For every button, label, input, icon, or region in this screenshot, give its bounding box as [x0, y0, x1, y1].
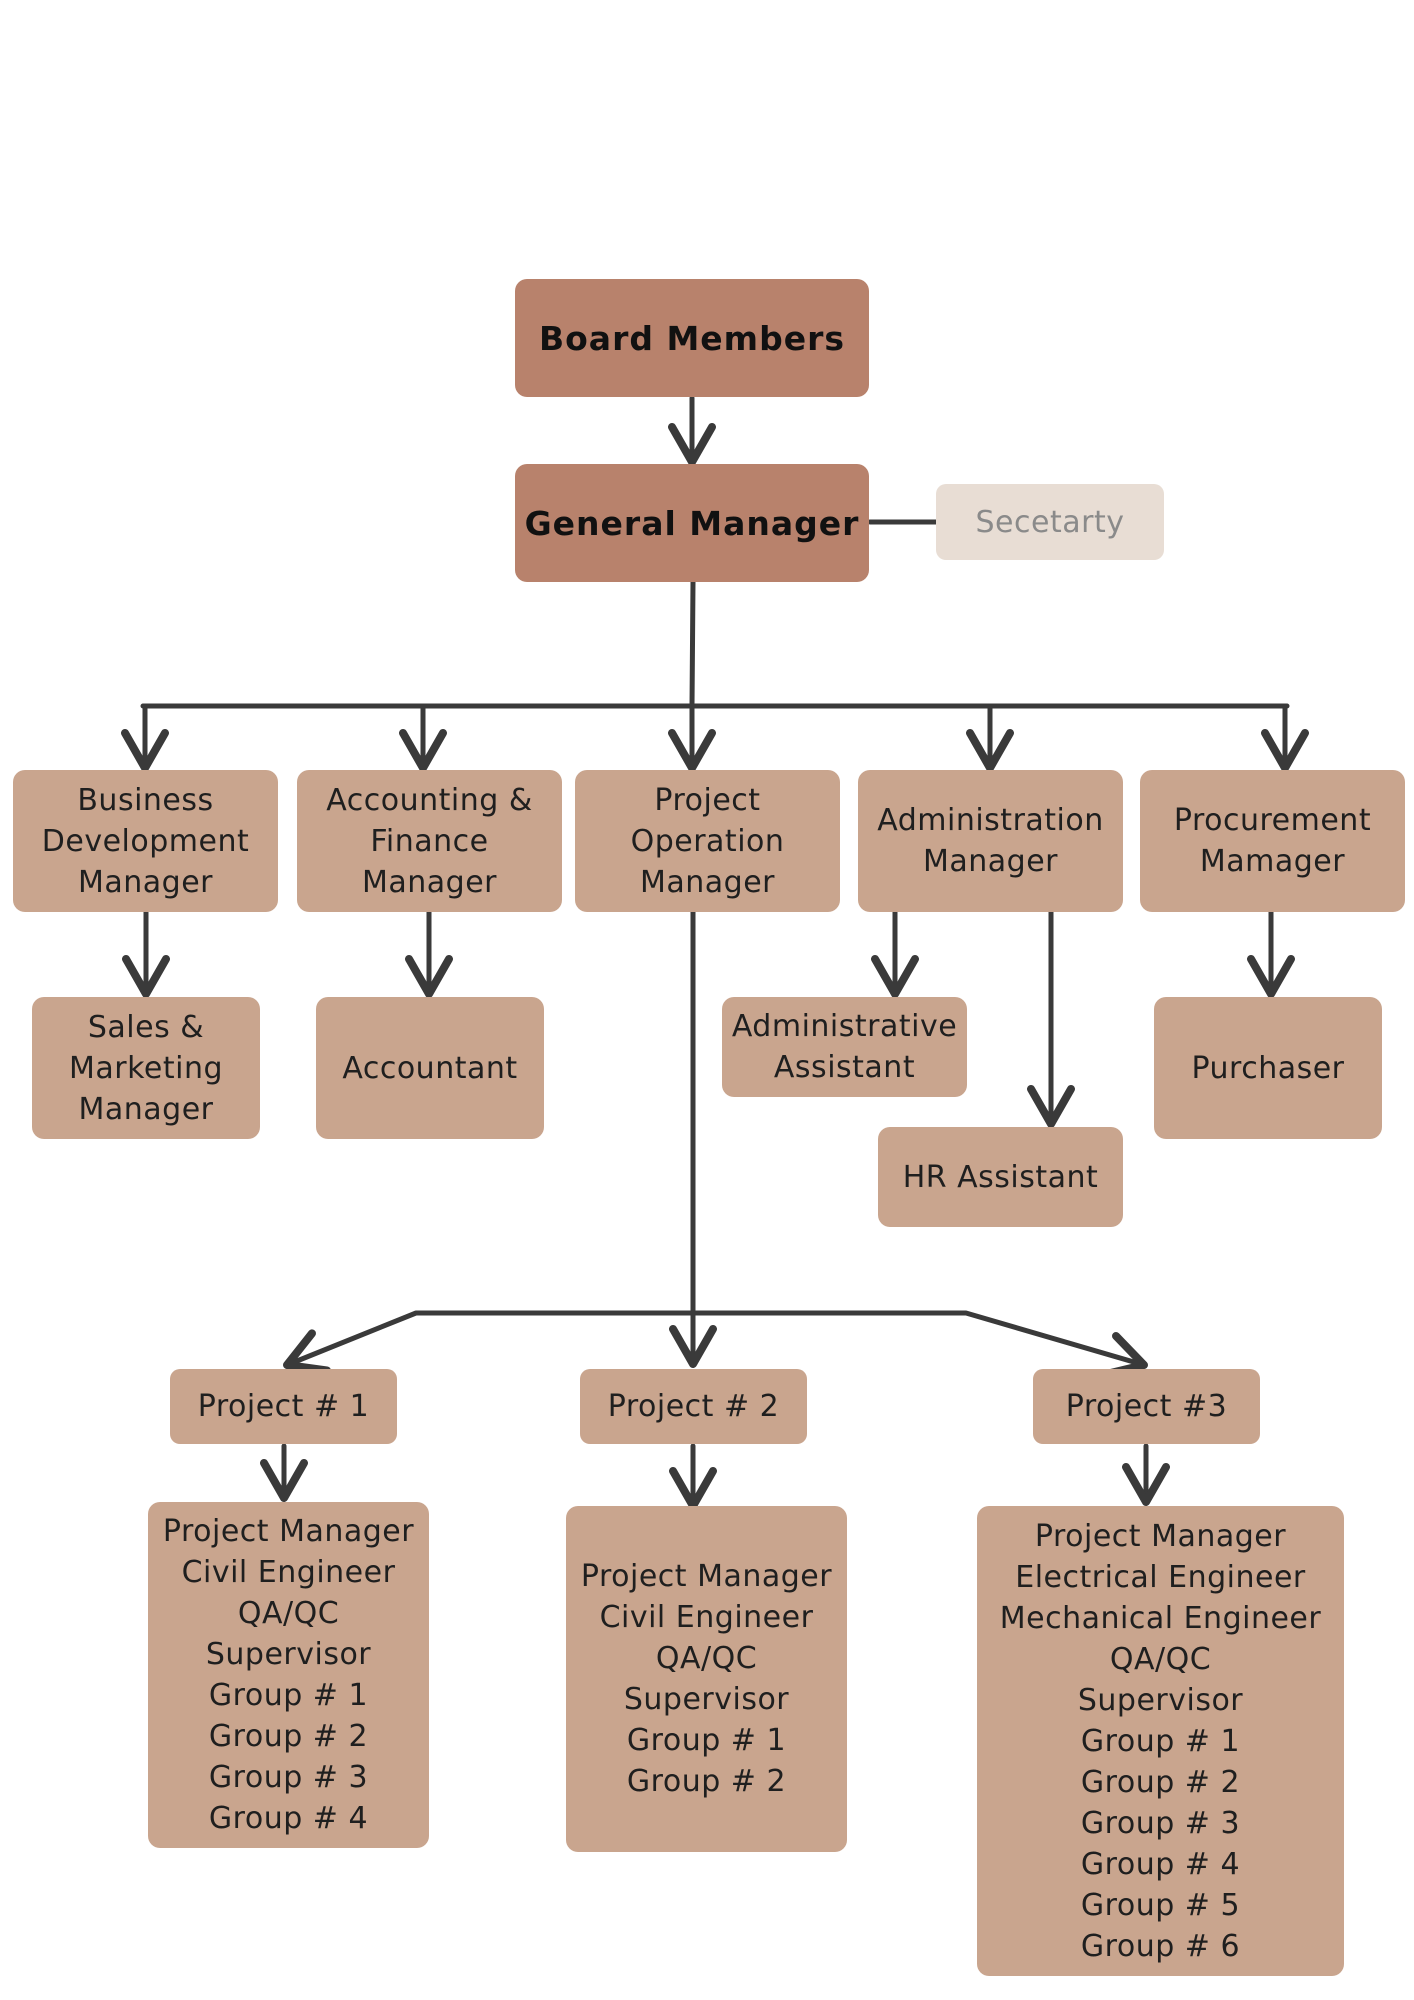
team-member: Group # 3: [208, 1760, 369, 1795]
team-member: Group # 3: [1080, 1805, 1241, 1841]
accounting-finance-manager-box: Accounting & Finance Manager: [297, 770, 562, 912]
team-member: Group # 1: [626, 1723, 787, 1758]
project-1-team-box: Project Manager Civil Engineer QA/QC Sup…: [148, 1502, 429, 1848]
sales-marketing-manager-box: Sales & Marketing Manager: [32, 997, 260, 1139]
general-manager-label: General Manager: [524, 503, 860, 543]
project-1-label: Project # 1: [197, 1389, 370, 1424]
team-member: Supervisor: [1077, 1682, 1244, 1718]
team-member: Civil Engineer: [181, 1555, 396, 1590]
project-3-team-box: Project Manager Electrical Engineer Mech…: [977, 1506, 1344, 1976]
team-member: Group # 6: [1080, 1928, 1241, 1964]
project-2-box: Project # 2: [580, 1369, 807, 1444]
secretary-label: Secetarty: [975, 504, 1125, 540]
administration-manager-label: Administration Manager: [877, 803, 1104, 879]
accountant-label: Accountant: [342, 1050, 518, 1086]
team-member: Group # 2: [208, 1719, 369, 1754]
administrative-assistant-box: Administrative Assistant: [722, 997, 967, 1097]
connector-to-project3: [690, 1310, 1148, 1379]
team-member: Civil Engineer: [599, 1600, 814, 1635]
team-member: Group # 4: [208, 1801, 369, 1836]
business-development-manager-label: Business Development Manager: [41, 782, 250, 900]
team-member: Group # 1: [1080, 1723, 1241, 1759]
procurement-manager-label: Procurement Mamager: [1173, 803, 1372, 879]
administrative-assistant-label: Administrative Assistant: [731, 1009, 958, 1085]
team-member: Supervisor: [205, 1637, 372, 1672]
team-member: Group # 2: [1080, 1764, 1241, 1800]
team-member: Project Manager: [1034, 1518, 1287, 1554]
procurement-manager-box: Procurement Mamager: [1140, 770, 1405, 912]
business-development-manager-box: Business Development Manager: [13, 770, 278, 912]
team-member: QA/QC: [237, 1596, 340, 1631]
project-operation-manager-box: Project Operation Manager: [575, 770, 840, 912]
project-3-box: Project #3: [1033, 1369, 1260, 1444]
purchaser-label: Purchaser: [1191, 1050, 1345, 1086]
accounting-finance-manager-label: Accounting & Finance Manager: [326, 782, 533, 900]
team-member: Group # 5: [1080, 1887, 1241, 1923]
team-member: Supervisor: [623, 1682, 790, 1717]
team-member: QA/QC: [1109, 1641, 1212, 1677]
project-1-box: Project # 1: [170, 1369, 397, 1444]
hr-assistant-label: HR Assistant: [902, 1159, 1099, 1195]
board-members-box: Board Members: [515, 279, 869, 397]
team-member: Group # 2: [626, 1764, 787, 1799]
team-member: Mechanical Engineer: [999, 1600, 1322, 1636]
hr-assistant-box: HR Assistant: [878, 1127, 1123, 1227]
connector-to-project1: [283, 1310, 696, 1375]
administration-manager-box: Administration Manager: [858, 770, 1123, 912]
connector-gm-bus: [689, 579, 696, 709]
team-member: Electrical Engineer: [1015, 1559, 1306, 1595]
team-member: Project Manager: [580, 1559, 833, 1594]
project-operation-manager-label: Project Operation Manager: [630, 782, 785, 900]
secretary-box: Secetarty: [936, 484, 1164, 560]
general-manager-box: General Manager: [515, 464, 869, 582]
board-members-label: Board Members: [538, 318, 845, 358]
project-2-label: Project # 2: [607, 1389, 780, 1424]
purchaser-box: Purchaser: [1154, 997, 1382, 1139]
project-3-label: Project #3: [1065, 1389, 1228, 1424]
team-member: Group # 1: [208, 1678, 369, 1713]
accountant-box: Accountant: [316, 997, 544, 1139]
project-2-team-box: Project Manager Civil Engineer QA/QC Sup…: [566, 1506, 847, 1852]
team-member: Project Manager: [162, 1514, 415, 1549]
sales-marketing-manager-label: Sales & Marketing Manager: [68, 1009, 224, 1127]
team-member: Group # 4: [1080, 1846, 1241, 1882]
team-member: QA/QC: [655, 1641, 758, 1676]
